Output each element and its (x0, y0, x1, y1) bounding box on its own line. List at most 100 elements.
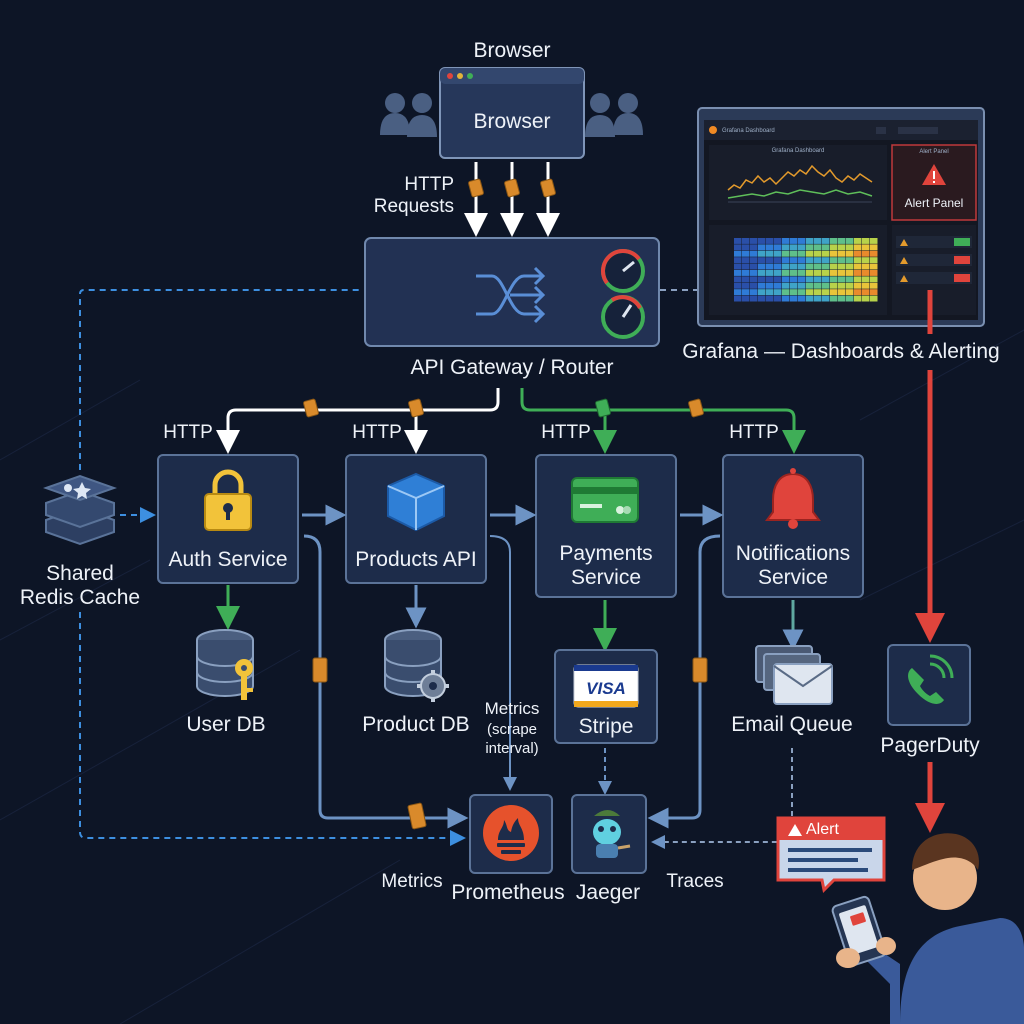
heatmap-cell (734, 250, 742, 257)
request-arrows (464, 162, 560, 237)
heatmap-cell (758, 270, 766, 276)
grafana-heatmap (734, 238, 878, 302)
grafana-timeseries-orange (727, 164, 873, 191)
heatmap-cell (846, 289, 854, 296)
grafana-title: Grafana Dashboard (722, 128, 775, 134)
heatmap-cell (774, 295, 782, 302)
heatmap-cell (782, 238, 790, 244)
heatmap-cell (790, 250, 798, 257)
heatmap-cell (798, 263, 806, 270)
heatmap-cell (742, 270, 750, 276)
heatmap-cell (830, 282, 838, 289)
heatmap-cell (838, 276, 846, 283)
packet-chip (303, 398, 319, 418)
heatmap-cell (854, 276, 862, 283)
heatmap-cell (806, 282, 814, 289)
packet-chip (692, 657, 708, 683)
http-label-products: HTTP (352, 422, 402, 443)
prometheus-label: Prometheus (451, 881, 564, 904)
grafana-dashboard[interactable]: Grafana Dashboard Grafana Dashboard Aler… (697, 107, 985, 327)
heatmap-cell (766, 244, 774, 251)
user-db-icon[interactable] (196, 629, 254, 700)
heatmap-cell (822, 238, 830, 244)
stripe-box[interactable]: VISA Stripe (554, 649, 658, 744)
heatmap-cell (766, 263, 774, 270)
browser-window[interactable]: Browser (439, 67, 585, 159)
heatmap-cell (758, 295, 766, 302)
heatmap-cell (750, 244, 758, 251)
redis-to-gateway-dashed (79, 289, 362, 470)
redis-cache-icon[interactable] (42, 474, 118, 546)
product-db-icon[interactable] (384, 629, 449, 702)
heatmap-cell (766, 295, 774, 302)
heatmap-cell (814, 270, 822, 276)
heatmap-cell (766, 282, 774, 289)
heatmap-cell (774, 270, 782, 276)
heatmap-cell (806, 276, 814, 283)
payments-service-box[interactable]: Payments Service (535, 454, 677, 598)
heatmap-cell (766, 270, 774, 276)
pagerduty-box[interactable] (887, 644, 971, 726)
heatmap-cell (830, 289, 838, 296)
heatmap-cell (830, 295, 838, 302)
heatmap-cell (822, 250, 830, 257)
heatmap-cell (774, 282, 782, 289)
products-metrics-path (489, 535, 517, 791)
api-gateway-box[interactable] (364, 237, 660, 347)
key-icon (235, 659, 253, 700)
products-api-box[interactable]: Products API (345, 454, 487, 584)
heatmap-cell (838, 257, 846, 264)
heatmap-cell (790, 263, 798, 270)
auth-service-box[interactable]: Auth Service (157, 454, 299, 584)
payments-service-label-line2: Service (571, 566, 641, 589)
heatmap-cell (830, 244, 838, 251)
heatmap-cell (798, 270, 806, 276)
heatmap-cell (742, 276, 750, 283)
router-shuffle-icon (476, 266, 546, 324)
alert-card[interactable]: Alert (776, 816, 886, 894)
jaeger-label: Jaeger (576, 881, 640, 904)
heatmap-cell (742, 244, 750, 251)
gauge-icon-top (601, 249, 645, 293)
heatmap-cell (790, 282, 798, 289)
padlock-icon (204, 469, 252, 531)
heatmap-cell (814, 263, 822, 270)
heatmap-cell (798, 276, 806, 283)
heatmap-cell (782, 263, 790, 270)
email-queue-icon[interactable] (755, 645, 833, 705)
heatmap-cell (782, 244, 790, 251)
heatmap-cell (854, 282, 862, 289)
grafana-alert-warning-icon (922, 164, 946, 185)
heatmap-cell (846, 282, 854, 289)
heatmap-cell (750, 282, 758, 289)
heatmap-cell (806, 289, 814, 296)
heatmap-cell (854, 270, 862, 276)
prometheus-box[interactable] (469, 794, 553, 874)
http-label-notifications: HTTP (729, 422, 779, 443)
heatmap-cell (782, 289, 790, 296)
heatmap-cell (822, 244, 830, 251)
heatmap-cell (798, 238, 806, 244)
heatmap-cell (766, 276, 774, 283)
heatmap-cell (862, 238, 870, 244)
heatmap-cell (750, 250, 758, 257)
heatmap-cell (798, 282, 806, 289)
heatmap-cell (838, 238, 846, 244)
heatmap-cell (854, 289, 862, 296)
heatmap-cell (854, 250, 862, 257)
heatmap-cell (846, 295, 854, 302)
http-requests-line1: HTTP (404, 174, 454, 195)
gauge-icon-bottom (601, 295, 645, 339)
heatmap-cell (822, 263, 830, 270)
heatmap-cell (782, 250, 790, 257)
user-db-label: User DB (186, 713, 265, 736)
heatmap-cell (742, 282, 750, 289)
jaeger-box[interactable] (571, 794, 647, 874)
heatmap-cell (758, 282, 766, 289)
browser-caption: Browser (473, 39, 550, 62)
heatmap-cell (774, 276, 782, 283)
notifications-service-box[interactable]: Notifications Service (722, 454, 864, 598)
heatmap-cell (870, 257, 878, 264)
heatmap-cell (862, 250, 870, 257)
heatmap-cell (822, 295, 830, 302)
